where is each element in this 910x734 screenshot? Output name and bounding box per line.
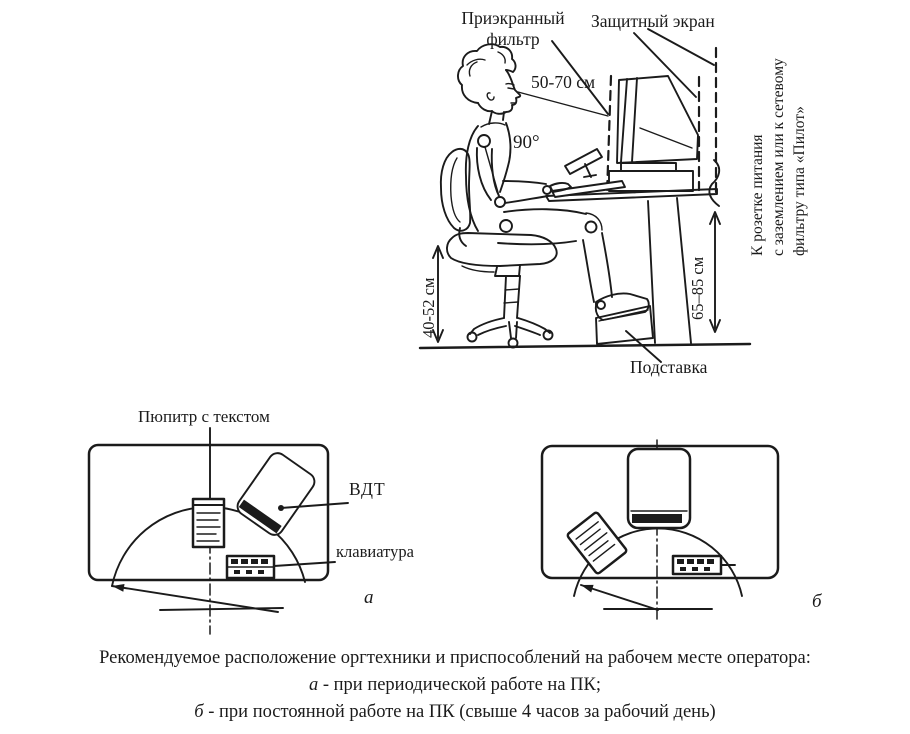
keyboard-label: клавиатура xyxy=(336,542,414,561)
desk-b xyxy=(540,444,780,580)
dimension-arrows xyxy=(432,211,721,343)
monitor-drawing xyxy=(608,75,699,192)
document-stand-label: Пюпитр с текстом xyxy=(138,407,270,426)
monitor-b xyxy=(626,447,692,530)
swivel-baseline-b xyxy=(580,584,713,611)
protective-screen-label: Защитный экран xyxy=(591,11,715,31)
vdt-label: ВДТ xyxy=(349,479,386,499)
power-note-line-3: фильтру типа «Пилот» xyxy=(791,106,808,256)
caption-line-3: б - при постоянной работе на ПК (свыше 4… xyxy=(0,699,910,726)
desk-a xyxy=(87,443,330,582)
layout-b-drawing xyxy=(540,439,780,623)
keyboard-side-drawing xyxy=(551,180,626,198)
power-cord xyxy=(708,159,721,207)
chair-drawing xyxy=(439,147,558,349)
caption-line-2: а - при периодической работе на ПК; xyxy=(0,672,910,699)
layout-b-sublabel: б xyxy=(812,591,822,612)
desk-height-label: 65–85 см xyxy=(688,256,707,320)
eye-distance-label: 50-70 см xyxy=(531,72,596,92)
caption-item-a-marker: а xyxy=(308,675,319,695)
sight-line xyxy=(517,91,609,117)
elbow-angle-label: 90° xyxy=(513,132,540,153)
caption-line-1: Рекомендуемое расположение оргтехники и … xyxy=(99,648,811,668)
layout-a-sublabel: а xyxy=(364,587,374,608)
power-note-line-1: К розетке питания xyxy=(749,134,766,256)
label-leader-lines xyxy=(551,28,715,363)
keyboard-b xyxy=(671,554,736,576)
seat-height-label: 40-52 см xyxy=(419,277,438,338)
swivel-baseline-a xyxy=(111,584,284,613)
person-drawing xyxy=(457,43,650,321)
leaders-a xyxy=(273,502,349,567)
monitor-a xyxy=(236,452,316,536)
footrest-label: Подставка xyxy=(630,357,708,377)
caption-item-b-text: - при постоянной работе на ПК (свыше 4 ч… xyxy=(203,702,716,722)
power-note-line-2: с заземлением или к сетевому xyxy=(770,58,787,256)
caption-item-a-text: - при периодической работе на ПК; xyxy=(318,675,602,695)
document-b xyxy=(566,511,628,575)
screen-filter-dashed-lines xyxy=(605,46,718,198)
ground-line xyxy=(418,342,752,350)
desk-copyholder xyxy=(564,148,603,178)
keyboard-a xyxy=(225,554,276,580)
caption-item-b-marker: б xyxy=(194,702,204,722)
figure-caption: Рекомендуемое расположение оргтехники и … xyxy=(0,645,910,726)
screen-filter-label: Приэкранный фильтр xyxy=(461,8,565,49)
workstation-side-view xyxy=(418,28,752,363)
power-outlet-note: К розетке питания с заземлением или к се… xyxy=(747,6,810,256)
document-stand-a xyxy=(191,497,226,549)
layout-a-drawing xyxy=(87,427,349,635)
